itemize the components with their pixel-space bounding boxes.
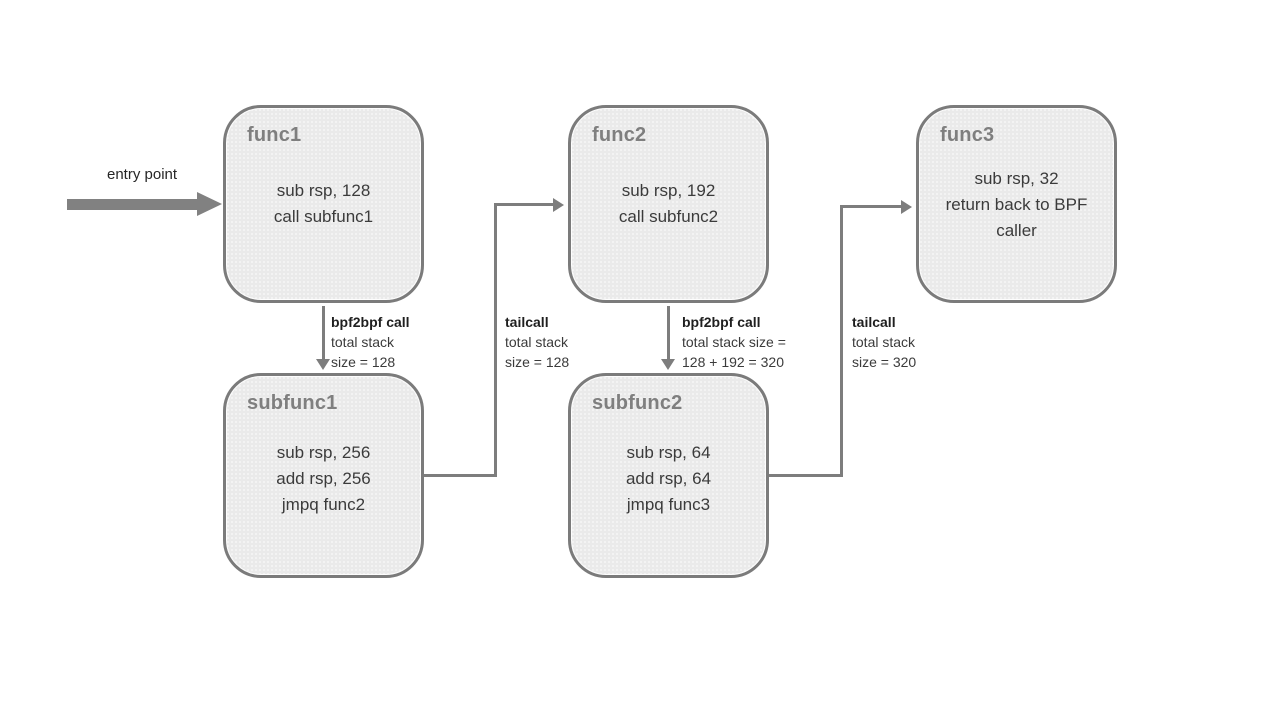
edge-label-line: size = 128: [331, 354, 396, 370]
edge-subfunc1-func2: [494, 203, 497, 477]
node-func3: func3 sub rsp, 32 return back to BPF cal…: [916, 105, 1117, 303]
node-title: func3: [940, 124, 995, 146]
node-func2: func2 sub rsp, 192 call subfunc2: [568, 105, 769, 303]
node-title: subfunc1: [247, 392, 338, 414]
code-line: call subfunc2: [618, 207, 719, 226]
code-line: jmpq func3: [626, 495, 711, 514]
node-body: sub rsp, 192 call subfunc2: [571, 178, 766, 230]
code-line: return back to BPF: [945, 195, 1088, 214]
node-title: func1: [247, 124, 302, 146]
edge-label-line: total stack: [852, 334, 916, 350]
edge-label-title: tailcall: [505, 314, 549, 330]
node-title: subfunc2: [592, 392, 683, 414]
code-line: add rsp, 64: [625, 469, 712, 488]
node-body: sub rsp, 256 add rsp, 256 jmpq func2: [226, 440, 421, 518]
edge-subfunc1-func2: [494, 203, 555, 206]
edge-label-bpf2bpf-call-2: bpf2bpf call total stack size = 128 + 19…: [682, 312, 786, 372]
node-title: func2: [592, 124, 647, 146]
edge-subfunc2-func3: [840, 205, 903, 208]
node-func1: func1 sub rsp, 128 call subfunc1: [223, 105, 424, 303]
edge-label-line: total stack size =: [682, 334, 786, 350]
edge-label-tailcall-1: tailcall total stack size = 128: [505, 312, 569, 372]
code-line: sub rsp, 32: [974, 169, 1059, 188]
entry-arrow: [67, 199, 197, 210]
edge-subfunc2-func3: [840, 205, 843, 477]
edge-label-title: bpf2bpf call: [331, 314, 410, 330]
arrow-right-icon: [901, 199, 912, 214]
edge-label-line: 128 + 192 = 320: [682, 354, 784, 370]
arrow-down-icon: [316, 359, 330, 370]
edge-label-title: bpf2bpf call: [682, 314, 761, 330]
code-line: add rsp, 256: [276, 469, 371, 488]
node-subfunc2: subfunc2 sub rsp, 64 add rsp, 64 jmpq fu…: [568, 373, 769, 578]
entry-point-label: entry point: [107, 166, 178, 183]
node-body: sub rsp, 64 add rsp, 64 jmpq func3: [571, 440, 766, 518]
edge-label-line: total stack: [331, 334, 395, 350]
code-line: sub rsp, 64: [626, 443, 711, 462]
arrow-down-icon: [661, 359, 675, 370]
arrow-right-icon: [553, 197, 564, 212]
code-line: call subfunc1: [273, 207, 374, 226]
edge-func2-subfunc2: [667, 306, 670, 360]
node-subfunc1: subfunc1 sub rsp, 256 add rsp, 256 jmpq …: [223, 373, 424, 578]
node-body: sub rsp, 128 call subfunc1: [226, 178, 421, 230]
edge-subfunc1-func2: [424, 474, 497, 477]
node-body: sub rsp, 32 return back to BPF caller: [919, 166, 1114, 244]
edge-label-bpf2bpf-call-1: bpf2bpf call total stack size = 128: [331, 312, 410, 372]
edge-func1-subfunc1: [322, 306, 325, 360]
entry-arrow-head-icon: [197, 192, 222, 216]
code-line: sub rsp, 256: [276, 443, 371, 462]
code-line: caller: [996, 221, 1037, 240]
code-line: sub rsp, 128: [276, 181, 371, 200]
edge-label-tailcall-2: tailcall total stack size = 320: [852, 312, 916, 372]
edge-label-line: size = 320: [852, 354, 917, 370]
edge-label-line: size = 128: [505, 354, 570, 370]
code-line: jmpq func2: [281, 495, 366, 514]
code-line: sub rsp, 192: [621, 181, 716, 200]
edge-label-line: total stack: [505, 334, 569, 350]
edge-label-title: tailcall: [852, 314, 896, 330]
edge-subfunc2-func3: [769, 474, 843, 477]
